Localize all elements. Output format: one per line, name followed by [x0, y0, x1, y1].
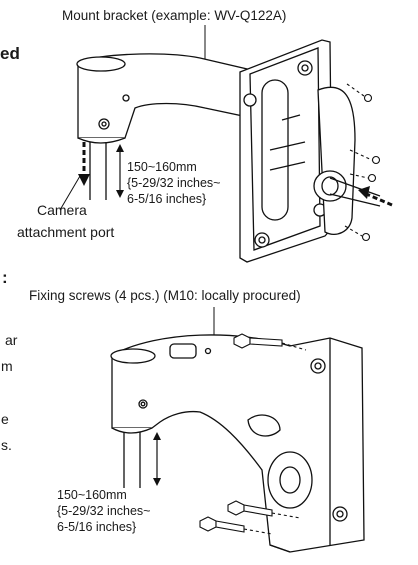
- bottom-measure-text-3: 6-5/16 inches}: [57, 520, 137, 534]
- mount-bracket-caption: Mount bracket (example: WV-Q122A): [62, 8, 287, 23]
- bottom-bracket-body: [110, 334, 365, 553]
- left-colon-fragment: :: [2, 268, 8, 287]
- left-text-fragment-c: e: [1, 411, 9, 427]
- top-down-arrow: [78, 142, 90, 186]
- top-measure-text-1: 150~160mm: [127, 160, 197, 174]
- camera-port-label-line2: attachment port: [17, 224, 115, 240]
- top-wall-cable: [329, 177, 381, 207]
- left-heading-fragment: ed: [0, 44, 20, 63]
- bottom-bolts: [199, 333, 307, 535]
- top-measure-text-2: {5-29/32 inches~: [127, 176, 221, 190]
- bottom-measure-arrow: [153, 432, 161, 486]
- fixing-screws-caption: Fixing screws (4 pcs.) (M10: locally pro…: [29, 288, 301, 303]
- bottom-measure-text-1: 150~160mm: [57, 488, 127, 502]
- bottom-measure-text-2: {5-29/32 inches~: [57, 504, 151, 518]
- left-text-fragment-d: s.: [1, 437, 12, 453]
- top-measure-text-3: 6-5/16 inches}: [127, 192, 207, 206]
- camera-port-label-line1: Camera: [37, 202, 87, 218]
- left-text-fragment-a: ar: [5, 332, 18, 348]
- bottom-cable: [123, 432, 141, 488]
- top-measure-arrow: [116, 144, 124, 198]
- top-wall-plate: [239, 39, 333, 263]
- top-cable: [89, 142, 107, 200]
- top-bracket-arm: [76, 53, 263, 144]
- top-cable-arrow: [358, 186, 393, 207]
- top-port-leader: [59, 175, 81, 211]
- left-text-fragment-b: m: [1, 358, 13, 374]
- top-screws: [344, 83, 381, 242]
